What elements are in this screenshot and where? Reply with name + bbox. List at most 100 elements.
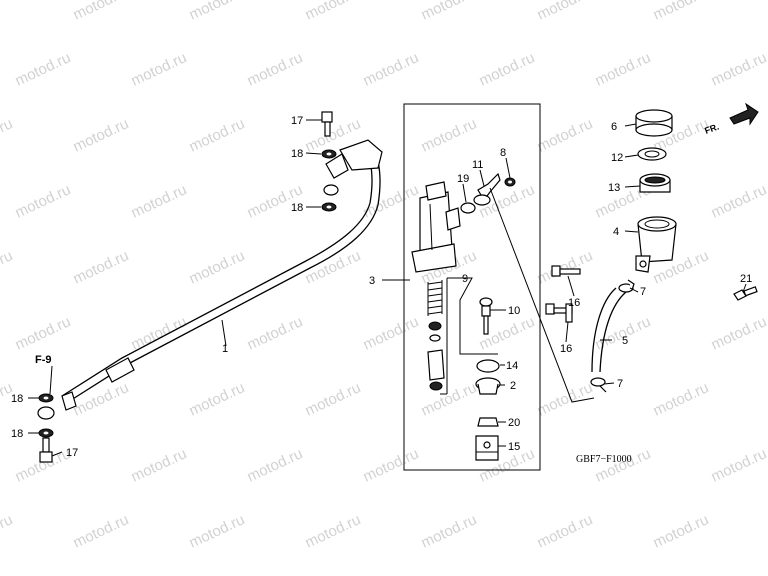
watermark-text: motod.ru xyxy=(709,313,768,353)
boot xyxy=(476,359,500,373)
front-arrow-icon xyxy=(729,102,759,126)
watermark-text: motod.ru xyxy=(709,181,768,221)
upper-sealing-washer-1 xyxy=(321,149,337,159)
watermark-text: motod.ru xyxy=(535,0,596,24)
brake-reservoir xyxy=(635,216,677,273)
watermark-text: motod.ru xyxy=(419,0,480,24)
watermark-text: motod.ru xyxy=(187,511,248,551)
watermark-text: motod.ru xyxy=(303,379,364,419)
watermark-text: motod.ru xyxy=(187,379,248,419)
callout-12: 12 xyxy=(611,152,623,164)
watermark-text: motod.ru xyxy=(361,49,422,89)
watermark-text: motod.ru xyxy=(477,49,538,89)
o-ring xyxy=(460,202,476,214)
hose-clip-lower xyxy=(590,377,607,393)
watermark-text: motod.ru xyxy=(361,445,422,485)
brake-hose xyxy=(61,139,383,411)
callout-7: 7 xyxy=(640,286,646,298)
watermark-text: motod.ru xyxy=(129,445,190,485)
watermark-text: motod.ru xyxy=(71,0,132,24)
callout-18: 18 xyxy=(291,148,303,160)
callout-1: 1 xyxy=(222,343,228,355)
diagram-code: GBF7−F1000 xyxy=(576,454,632,465)
assembly-frame xyxy=(403,103,541,471)
watermark-text: motod.ru xyxy=(361,313,422,353)
watermark-text: motod.ru xyxy=(303,0,364,24)
watermark-text: motod.ru xyxy=(13,181,74,221)
watermark-text: motod.ru xyxy=(0,115,15,155)
callout-2: 2 xyxy=(510,380,516,392)
callout-10: 10 xyxy=(508,305,520,317)
circlip xyxy=(475,377,501,395)
watermark-text: motod.ru xyxy=(767,0,768,24)
watermark-text: motod.ru xyxy=(303,511,364,551)
callout-6: 6 xyxy=(611,121,617,133)
front-indicator: FR. xyxy=(703,122,720,136)
reservoir-cap xyxy=(635,109,673,137)
callout-21: 21 xyxy=(740,273,752,285)
callout-19: 19 xyxy=(457,173,469,185)
watermark-text: motod.ru xyxy=(187,0,248,24)
watermark-text: motod.ru xyxy=(651,511,712,551)
piston-spring xyxy=(427,280,443,316)
joint-screw xyxy=(504,177,516,187)
watermark-text: motod.ru xyxy=(187,115,248,155)
piston xyxy=(427,349,445,381)
lower-banjo-bolt xyxy=(39,437,53,463)
piston-ring xyxy=(429,334,441,342)
watermark-text: motod.ru xyxy=(245,49,306,89)
callout-7: 7 xyxy=(617,378,623,390)
watermark-text: motod.ru xyxy=(593,445,654,485)
lower-sealing-washer-1 xyxy=(38,393,54,403)
watermark-text: motod.ru xyxy=(651,0,712,24)
upper-hose-fitting xyxy=(323,184,339,196)
callout-18: 18 xyxy=(11,428,23,440)
watermark-text: motod.ru xyxy=(419,511,480,551)
callout-labels: 17 18 18 1 3 F-9 18 18 17 9 10 14 2 20 1… xyxy=(11,115,752,459)
watermark-text: motod.ru xyxy=(0,0,15,24)
callout-17: 17 xyxy=(66,447,78,459)
callout-16: 16 xyxy=(560,343,572,355)
upper-banjo-bolt xyxy=(321,111,333,137)
master-cylinder-body xyxy=(411,181,461,273)
callout-13: 13 xyxy=(608,182,620,194)
joint-nut xyxy=(477,417,499,427)
push-rod-joint xyxy=(475,435,499,461)
watermark-text: motod.ru xyxy=(245,313,306,353)
callout-9: 9 xyxy=(462,273,468,285)
callout-4: 4 xyxy=(613,226,619,238)
watermark-text: motod.ru xyxy=(187,247,248,287)
push-rod xyxy=(479,297,493,335)
callout-18: 18 xyxy=(11,393,23,405)
upper-sealing-washer-2 xyxy=(321,202,337,212)
hose-joint xyxy=(473,172,501,206)
reference-f9: F-9 xyxy=(35,354,52,366)
callout-8: 8 xyxy=(500,147,506,159)
bolt-21 xyxy=(733,286,758,301)
watermark-text: motod.ru xyxy=(709,49,768,89)
reservoir-hose xyxy=(591,287,627,373)
watermark-text: motod.ru xyxy=(13,313,74,353)
watermark-text: motod.ru xyxy=(0,511,15,551)
callout-14: 14 xyxy=(506,360,518,372)
watermark-text: motod.ru xyxy=(71,115,132,155)
watermark-text: motod.ru xyxy=(419,115,480,155)
watermark-text: motod.ru xyxy=(129,49,190,89)
watermark-text: motod.ru xyxy=(535,511,596,551)
lower-sealing-washer-2 xyxy=(38,428,54,438)
callout-18: 18 xyxy=(291,202,303,214)
hose-clip-upper xyxy=(618,279,635,293)
callout-5: 5 xyxy=(622,335,628,347)
lower-hose-fitting xyxy=(37,406,55,420)
watermark-text: motod.ru xyxy=(0,247,15,287)
watermark-text: motod.ru xyxy=(535,247,596,287)
callout-16: 16 xyxy=(568,297,580,309)
callout-15: 15 xyxy=(508,441,520,453)
watermark-text: motod.ru xyxy=(651,379,712,419)
reservoir-diaphragm xyxy=(639,173,671,193)
callout-11: 11 xyxy=(472,159,483,171)
watermark-text: motod.ru xyxy=(245,445,306,485)
piston-cup-2 xyxy=(429,381,443,391)
